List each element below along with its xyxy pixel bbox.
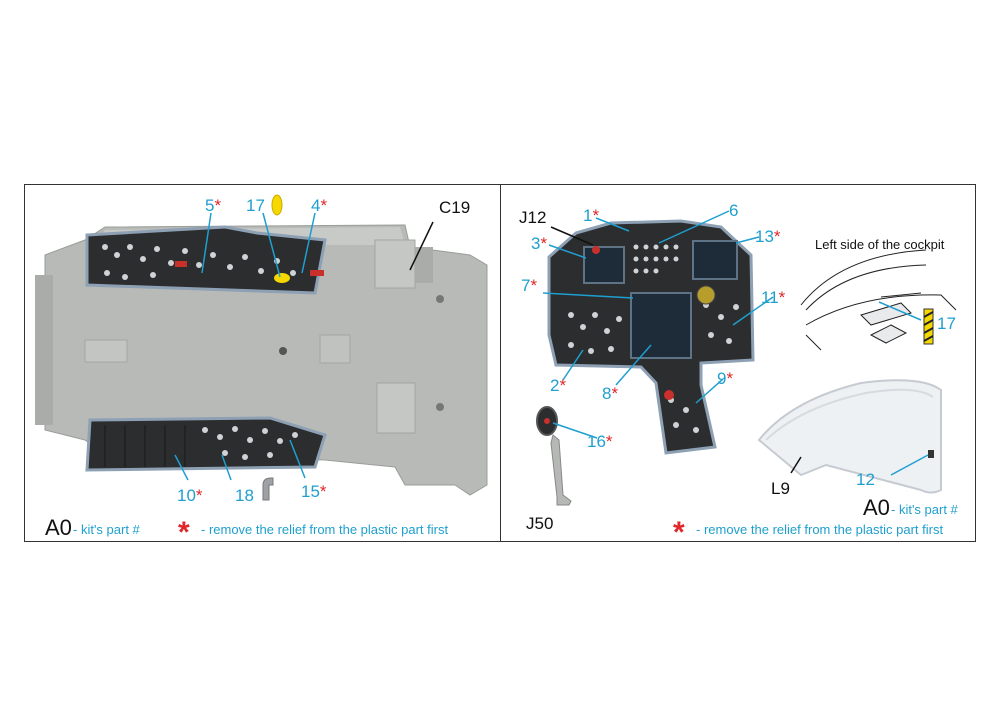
label-part-5: 5* (205, 196, 222, 215)
lower-console-panel (85, 416, 327, 472)
label-part-9: 9* (717, 369, 734, 388)
label-part-2: 2* (550, 376, 567, 395)
label-part-7: 7* (521, 276, 538, 295)
label-c19: C19 (439, 198, 471, 217)
label-part-16: 16* (587, 432, 613, 451)
left-panel-cockpit-tub: 5* 17 4* C19 10* 18 15* A0 - kit's part … (24, 184, 501, 542)
label-j12: J12 (519, 208, 547, 227)
part-17-striped-bar (923, 308, 934, 345)
legend-part-text-right: - kit's part # (891, 502, 958, 517)
right-mfd-screen (692, 240, 738, 280)
label-part-17: 17 (246, 196, 265, 215)
control-stick-j50 (550, 434, 572, 506)
label-part-8: 8* (602, 384, 619, 403)
part-18-handle (262, 477, 274, 501)
legend-part-code-right: A0 (863, 495, 890, 520)
legend-part-text: - kit's part # (73, 522, 140, 537)
label-part-13: 13* (755, 227, 781, 246)
label-part-12: 12 (856, 470, 875, 489)
label-part-3: 3* (531, 234, 548, 253)
left-side-cockpit-sketch (800, 249, 957, 351)
label-part-15: 15* (301, 482, 327, 501)
left-side-cockpit-title: Left side of the cockpit (815, 237, 945, 252)
legend-asterisk: * (178, 516, 190, 542)
label-part-17-right: 17 (937, 314, 956, 333)
label-part-18: 18 (235, 486, 254, 505)
label-part-10: 10* (177, 486, 203, 505)
label-l9: L9 (771, 479, 790, 498)
upper-console-panel (85, 225, 327, 295)
label-part-11: 11* (761, 288, 786, 307)
label-j50: J50 (526, 514, 554, 533)
legend-relief-text: - remove the relief from the plastic par… (201, 522, 449, 537)
legend-asterisk-right: * (673, 516, 685, 542)
legend-part-code: A0 (45, 515, 72, 540)
center-mfd-screen (630, 292, 692, 359)
right-panel-instrument-panel: J12 1* 6 3* 13* 7* 11* 2* 8* 9* 16* J50 … (500, 184, 976, 542)
canopy-part-l9 (757, 379, 942, 494)
legend-relief-text-right: - remove the relief from the plastic par… (696, 522, 944, 537)
label-part-6: 6 (729, 201, 739, 220)
label-part-4: 4* (311, 196, 328, 215)
cockpit-tub-drawing (35, 194, 488, 501)
label-part-1: 1* (583, 206, 600, 225)
instrument-panel-drawing (536, 210, 957, 506)
left-mfd-screen (583, 246, 625, 284)
part-17-yellow-marker (271, 194, 283, 216)
